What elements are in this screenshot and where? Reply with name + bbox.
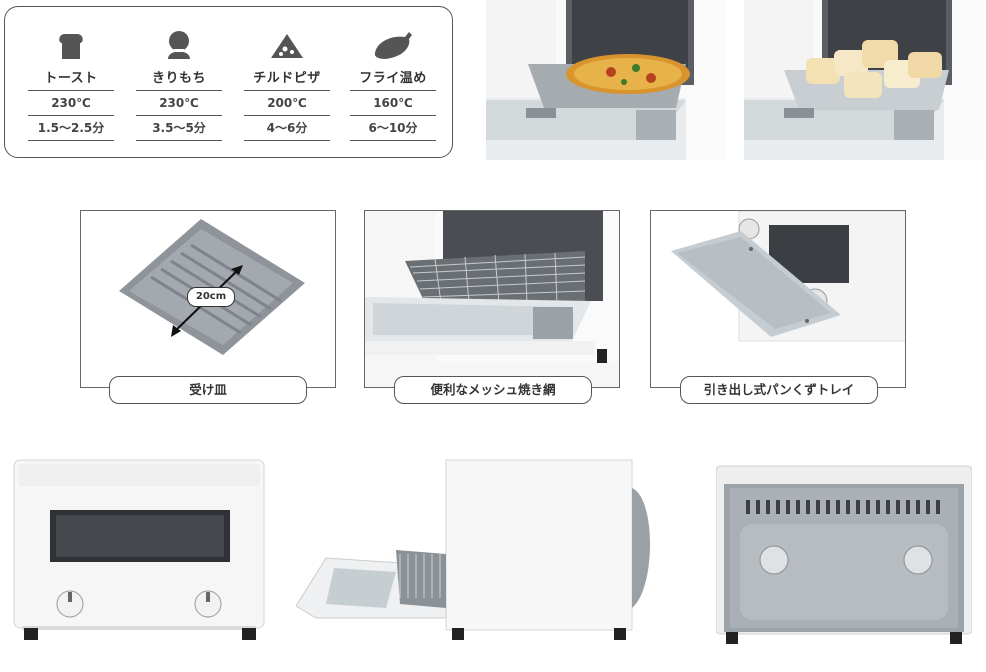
- feature-grill-frame: [364, 210, 620, 388]
- pizza-icon: [271, 34, 303, 58]
- grill-caption: 便利なメッシュ焼き網: [394, 376, 592, 404]
- mode-temp: 230℃: [136, 90, 222, 115]
- mode-time: 4〜6分: [244, 115, 330, 141]
- crumb-tray-caption: 引き出し式パンくずトレイ: [680, 376, 878, 404]
- rice-cake-icon: [168, 31, 190, 59]
- mode-temp: 160℃: [350, 90, 436, 115]
- tray-size-badge: 20cm: [187, 287, 235, 307]
- mode-name: トースト: [44, 71, 98, 86]
- mode-name: フライ温め: [359, 71, 427, 86]
- cooking-guide-card: トースト 230℃ 1.5〜2.5分 きりもち 230℃ 3.5〜5分 チルドピ…: [4, 6, 453, 158]
- mode-toast: トースト 230℃ 1.5〜2.5分: [28, 7, 114, 141]
- tray-caption: 受け皿: [109, 376, 307, 404]
- photo-oven-side: [296, 458, 652, 642]
- mode-fry: フライ温め 160℃ 6〜10分: [350, 7, 436, 141]
- mode-time: 1.5〜2.5分: [28, 115, 114, 141]
- feature-crumb-tray-frame: [650, 210, 906, 388]
- mode-time: 6〜10分: [350, 115, 436, 141]
- mode-kirimochi: きりもち 230℃ 3.5〜5分: [136, 7, 222, 141]
- mode-name: チルドピザ: [253, 71, 321, 86]
- shrimp-fry-icon: [374, 32, 412, 59]
- photo-pizza-in-oven: [486, 0, 726, 160]
- toast-icon: [59, 34, 83, 59]
- mode-time: 3.5〜5分: [136, 115, 222, 141]
- mode-temp: 200℃: [244, 90, 330, 115]
- photo-oven-front: [12, 458, 266, 642]
- mode-pizza: チルドピザ 200℃ 4〜6分: [244, 7, 330, 141]
- mode-temp: 230℃: [28, 90, 114, 115]
- photo-mochi-in-oven: [744, 0, 984, 160]
- mode-name: きりもち: [151, 71, 206, 86]
- feature-tray-frame: 20cm: [80, 210, 336, 388]
- photo-oven-back: [716, 464, 972, 646]
